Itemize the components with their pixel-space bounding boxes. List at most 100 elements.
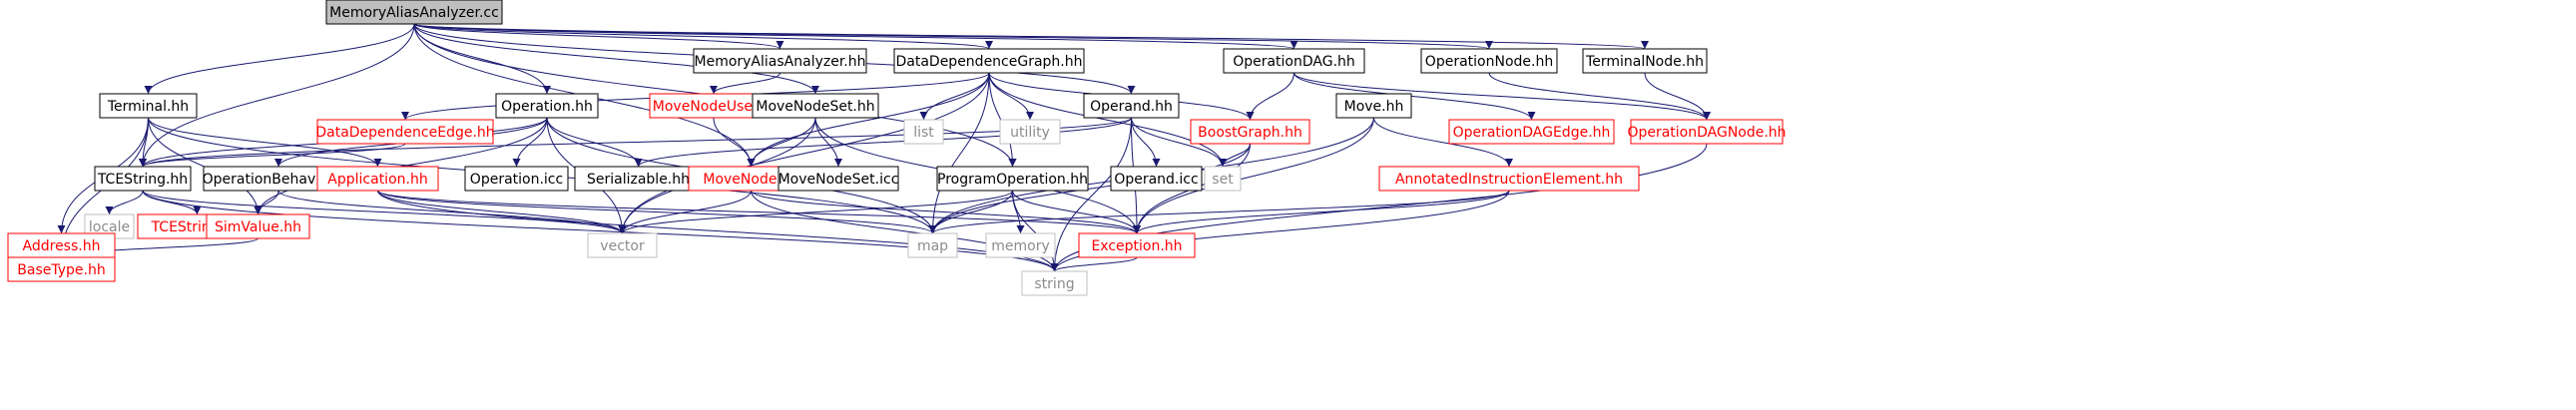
node-vector-label: vector: [600, 238, 645, 254]
edge-tcestring-to-locale: [105, 190, 144, 215]
node-operation-label: Operation.hh: [501, 99, 593, 115]
edge-exception-to-string: [1050, 256, 1138, 272]
node-move[interactable]: Move.hh: [1335, 93, 1412, 119]
node-set[interactable]: set: [1204, 166, 1242, 192]
node-opicc-box: [464, 166, 569, 192]
node-basetype-box: [7, 256, 116, 282]
node-move-label: Move.hh: [1344, 99, 1404, 115]
edge-aie-to-string: [1050, 190, 1510, 272]
edge-aie-to-map: [928, 190, 1510, 234]
node-aie[interactable]: AnnotatedInstructionElement.hh: [1378, 166, 1640, 192]
node-opdagnode[interactable]: OperationDAGNode.hh: [1627, 119, 1787, 145]
edge-operand-to-tcestring: [139, 117, 1132, 168]
edge-termnode-to-opdagnode: [1644, 72, 1711, 121]
node-mnsicc[interactable]: MoveNodeSet.icc: [777, 166, 899, 192]
node-tcestring[interactable]: TCEString.hh: [94, 166, 192, 192]
node-opdagedge-label: OperationDAGEdge.hh: [1453, 125, 1611, 141]
node-ddedge[interactable]: DataDependenceEdge.hh: [315, 119, 495, 145]
edge-root-to-terminal: [144, 23, 415, 95]
node-opnode-label: OperationNode.hh: [1425, 54, 1553, 70]
node-mns-label: MoveNodeSet.hh: [756, 99, 874, 115]
node-opdag-box: [1223, 48, 1365, 74]
edge-root-to-termnode: [413, 23, 1649, 50]
node-move-box: [1335, 93, 1412, 119]
node-simvalue-label: SimValue.hh: [215, 219, 301, 235]
node-termnode-box: [1582, 48, 1708, 74]
node-string[interactable]: string: [1021, 270, 1088, 296]
node-exception[interactable]: Exception.hh: [1078, 232, 1196, 258]
node-simvalue-box: [206, 213, 310, 239]
node-operand[interactable]: Operand.hh: [1083, 93, 1180, 119]
edge-operation-to-opicc: [512, 117, 548, 168]
node-simvalue[interactable]: SimValue.hh: [206, 213, 310, 239]
node-ddedge-box: [316, 119, 494, 145]
node-tcestring-label: TCEString.hh: [97, 172, 188, 188]
node-opdagedge-box: [1448, 119, 1615, 145]
edge-move-to-aie: [1373, 117, 1513, 168]
node-root-label: MemoryAliasAnalyzer.cc: [329, 5, 499, 21]
node-boostgraph[interactable]: BoostGraph.hh: [1190, 119, 1310, 145]
node-movenode-label: MoveNode.hh: [703, 172, 798, 188]
node-app-box: [316, 166, 439, 192]
node-opbeh-label: OperationBehavior.hh: [203, 172, 355, 188]
edge-operand-to-operandicc: [1131, 117, 1161, 168]
node-maah[interactable]: MemoryAliasAnalyzer.hh: [693, 48, 867, 74]
edge-ddg-to-map: [928, 72, 990, 234]
node-basetype[interactable]: BaseType.hh: [7, 256, 116, 282]
node-mns[interactable]: MoveNodeSet.hh: [752, 93, 879, 119]
node-map[interactable]: map: [907, 232, 958, 258]
node-termnode[interactable]: TerminalNode.hh: [1582, 48, 1708, 74]
node-operandicc-box: [1110, 166, 1203, 192]
node-vector-box: [587, 232, 658, 258]
node-opdagnode-box: [1630, 119, 1784, 145]
edge-app-to-map: [377, 190, 937, 234]
node-mnu-label: MoveNodeUse.hh: [653, 99, 774, 115]
node-opicc[interactable]: Operation.icc: [464, 166, 569, 192]
edge-maah-to-mnu: [710, 72, 780, 95]
node-terminal-box: [99, 93, 198, 119]
node-exception-label: Exception.hh: [1091, 238, 1182, 254]
node-opdagedge[interactable]: OperationDAGEdge.hh: [1448, 119, 1615, 145]
edge-terminal-to-app: [148, 117, 382, 168]
node-app-label: Application.hh: [327, 172, 427, 188]
node-set-label: set: [1212, 172, 1234, 188]
node-opicc-label: Operation.icc: [470, 172, 563, 188]
edge-mns-to-mnsicc: [814, 117, 842, 168]
node-operandicc[interactable]: Operand.icc: [1110, 166, 1203, 192]
edge-opdag-to-opdagedge: [1293, 72, 1536, 121]
node-operation[interactable]: Operation.hh: [495, 93, 599, 119]
node-root[interactable]: MemoryAliasAnalyzer.cc: [325, 0, 503, 25]
node-exception-box: [1078, 232, 1196, 258]
node-serial[interactable]: Serializable.hh: [574, 166, 703, 192]
edge-movenode-to-vector: [618, 190, 752, 234]
node-serial-box: [574, 166, 703, 192]
node-ddg[interactable]: DataDependenceGraph.hh: [893, 48, 1085, 74]
node-progop[interactable]: ProgramOperation.hh: [936, 166, 1089, 192]
node-opnode[interactable]: OperationNode.hh: [1420, 48, 1558, 74]
edge-progop-to-exception: [1012, 190, 1141, 234]
edge-movenode-to-string: [751, 190, 1059, 272]
node-vector[interactable]: vector: [587, 232, 658, 258]
node-utility[interactable]: utility: [999, 119, 1061, 145]
node-mnsicc-label: MoveNodeSet.icc: [778, 172, 899, 188]
edge-opbeh-to-simvalue: [254, 190, 279, 215]
node-opdag[interactable]: OperationDAG.hh: [1223, 48, 1365, 74]
node-aie-label: AnnotatedInstructionElement.hh: [1395, 172, 1623, 188]
edge-operand-to-serial: [634, 117, 1132, 168]
edge-operand-to-string: [1050, 117, 1132, 272]
node-address[interactable]: Address.hh: [7, 232, 116, 258]
edge-ddg-to-list: [919, 72, 990, 121]
edge-progop-to-string: [1012, 190, 1059, 272]
node-boostgraph-label: BoostGraph.hh: [1198, 125, 1302, 141]
node-app[interactable]: Application.hh: [316, 166, 439, 192]
edges-layer: [57, 23, 1711, 272]
node-memory[interactable]: memory: [985, 232, 1056, 258]
node-maah-label: MemoryAliasAnalyzer.hh: [695, 54, 866, 70]
node-mnsicc-box: [777, 166, 899, 192]
node-terminal-label: Terminal.hh: [107, 99, 189, 115]
node-list[interactable]: list: [903, 119, 944, 145]
node-operand-label: Operand.hh: [1090, 99, 1173, 115]
edge-movenode-to-exception: [751, 190, 1141, 234]
edge-ddg-to-movenode: [747, 72, 990, 168]
node-terminal[interactable]: Terminal.hh: [99, 93, 198, 119]
